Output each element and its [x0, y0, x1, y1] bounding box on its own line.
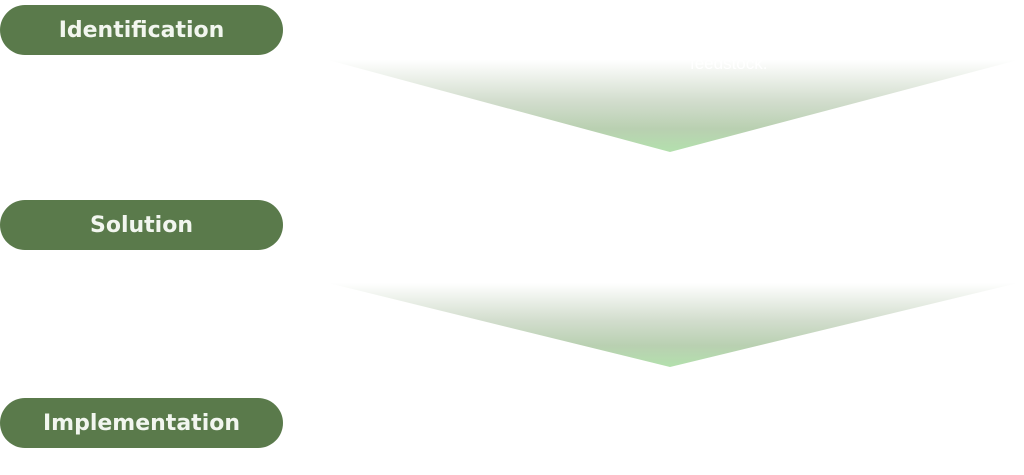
down-arrow-2 [328, 283, 1018, 367]
stage-label: Solution [90, 212, 193, 238]
stage-solution: Solution [0, 200, 283, 250]
down-arrow-1 [328, 60, 1018, 152]
stage-label: Identification [58, 17, 225, 43]
stage-label: Implementation [42, 410, 241, 436]
stage-implementation: Implementation [0, 398, 283, 448]
overflow-text: feedstock. [690, 54, 768, 73]
stage-identification: Identification [0, 5, 283, 55]
